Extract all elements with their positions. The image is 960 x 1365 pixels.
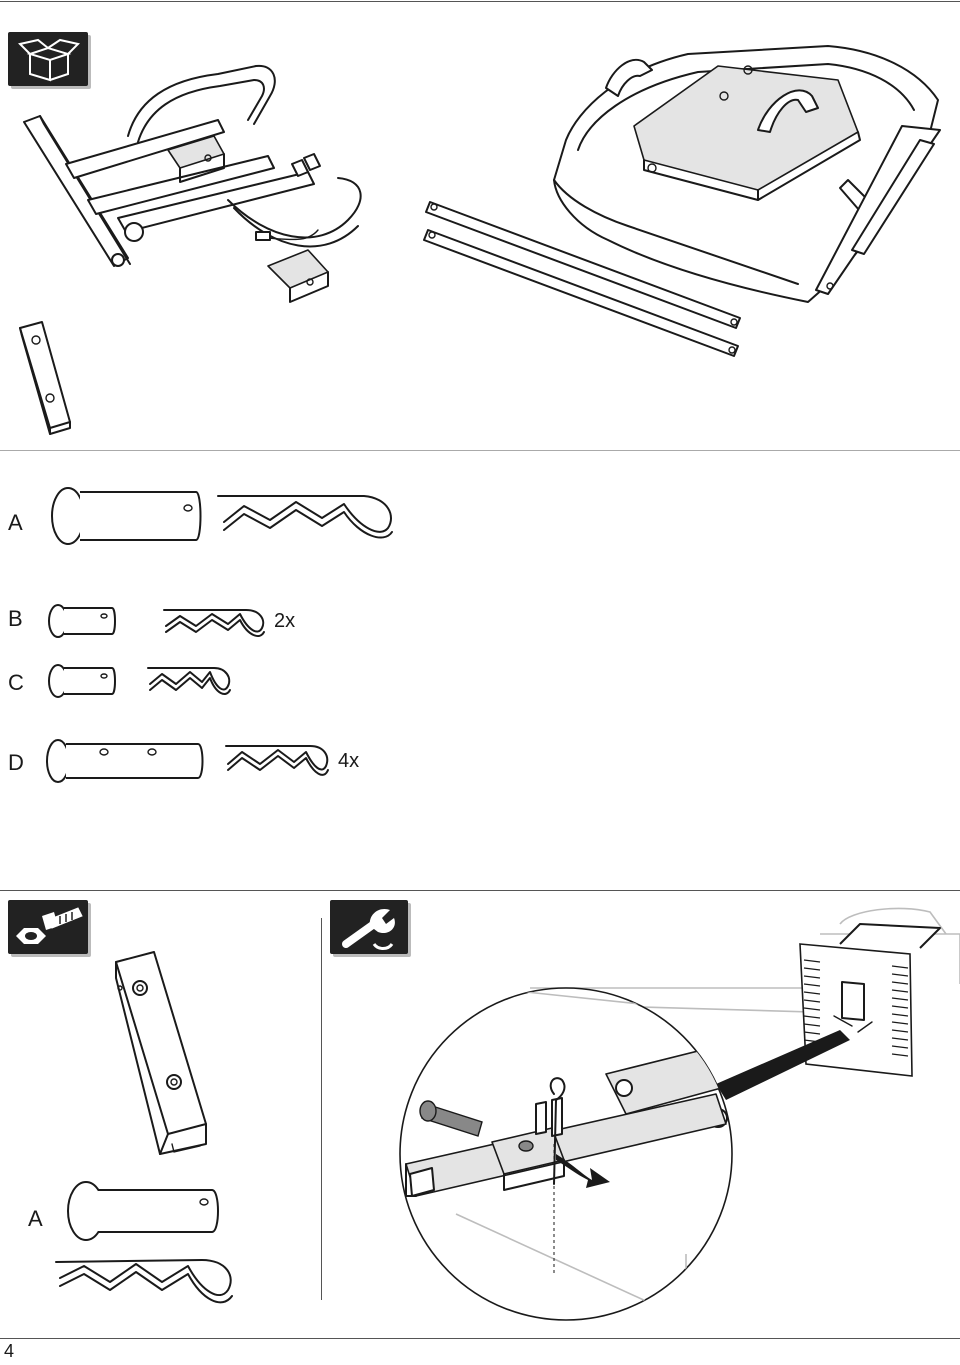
clevis-pin-a-icon — [51, 487, 202, 545]
top-rule — [0, 1, 960, 2]
part-c-label: C — [8, 670, 24, 695]
part-a-label: A — [8, 510, 23, 535]
part-b-label: B — [8, 606, 23, 631]
section-rule-2 — [0, 890, 960, 891]
spacer-block-large-drawing — [115, 951, 207, 1155]
hair-pin-clip-c-icon — [147, 667, 231, 695]
hair-pin-clip-a-icon — [217, 495, 393, 539]
clevis-pin-c-icon — [48, 664, 116, 698]
page-number: 4 — [4, 1341, 15, 1361]
open-box-icon — [8, 32, 88, 86]
footer-rule — [0, 1338, 960, 1339]
step-part-a-label: A — [28, 1206, 43, 1231]
step-clevis-pin-icon — [67, 1181, 219, 1241]
part-d-label: D — [8, 750, 24, 775]
hair-pin-clip-b-icon — [163, 609, 265, 637]
handle-frame-drawing — [23, 64, 362, 303]
collector-housing-drawing — [553, 45, 941, 303]
part-b-quantity: 2x — [274, 610, 296, 632]
section-rule-1 — [0, 450, 960, 451]
hair-pin-clip-d-icon — [225, 745, 329, 776]
spacer-block-drawing — [19, 321, 71, 435]
clevis-pin-b-icon — [48, 604, 116, 638]
wrench-icon — [330, 900, 408, 954]
part-d-quantity: 4x — [338, 750, 360, 772]
mower-rear-drawing — [530, 907, 960, 1100]
detail-zoom-drawing — [399, 987, 733, 1321]
clevis-pin-d-icon — [46, 739, 204, 783]
step-hair-pin-clip-icon — [55, 1259, 233, 1304]
nut-and-bolt-icon — [8, 900, 88, 954]
connecting-rods-drawing — [423, 201, 741, 357]
column-divider — [321, 918, 322, 1300]
